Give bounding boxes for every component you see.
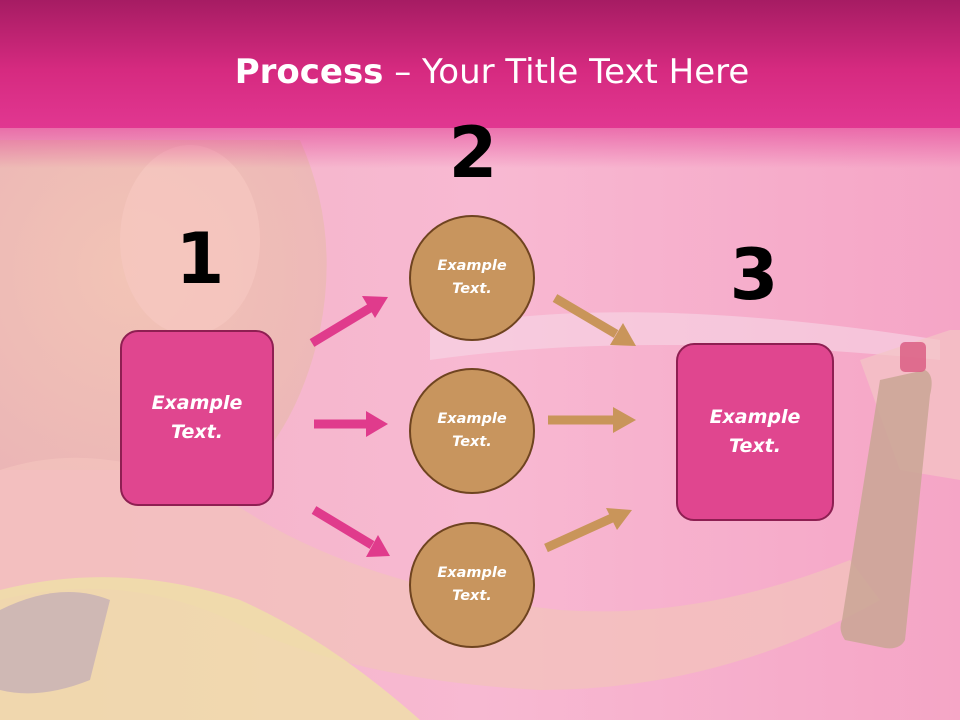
circle-bottom-line1: Example: [437, 565, 507, 581]
step-number-2: 2: [448, 112, 498, 194]
step-3-box[interactable]: Example Text.: [676, 343, 834, 521]
title-bold: Process: [234, 52, 384, 92]
step-1-box-text: Example Text.: [142, 389, 252, 447]
arrow-circle2-to-box3: [548, 407, 636, 433]
circle-middle-line2: Text.: [452, 434, 492, 450]
step-1-text-line2: Text.: [171, 421, 223, 443]
circle-bottom-text: Example Text.: [427, 562, 517, 608]
step-3-box-text: Example Text.: [700, 403, 810, 461]
step-1-box[interactable]: Example Text.: [120, 330, 274, 506]
circle-top-text: Example Text.: [427, 255, 517, 301]
title-rest: – Your Title Text Here: [383, 52, 750, 92]
step-2-circle-bottom[interactable]: Example Text.: [409, 522, 535, 648]
step-1-text-line1: Example: [151, 392, 243, 414]
arrow-box1-to-circle3: [311, 506, 390, 557]
circle-top-line2: Text.: [452, 281, 492, 297]
step-number-1: 1: [175, 218, 225, 300]
slide-title: Process – Your Title Text Here: [0, 52, 960, 92]
step-3-text-line2: Text.: [729, 435, 781, 457]
arrow-box1-to-circle2: [314, 411, 388, 437]
title-bar: [0, 0, 960, 128]
circle-top-line1: Example: [437, 258, 507, 274]
title-fade: [0, 128, 960, 168]
arrow-circle3-to-box3: [544, 508, 632, 553]
step-number-3: 3: [729, 234, 779, 316]
circle-middle-text: Example Text.: [427, 408, 517, 454]
step-3-text-line1: Example: [709, 406, 801, 428]
arrow-circle1-to-box3: [552, 294, 636, 346]
circle-middle-line1: Example: [437, 411, 507, 427]
arrow-box1-to-circle1: [309, 296, 388, 347]
circle-bottom-line2: Text.: [452, 588, 492, 604]
step-2-circle-middle[interactable]: Example Text.: [409, 368, 535, 494]
step-2-circle-top[interactable]: Example Text.: [409, 215, 535, 341]
